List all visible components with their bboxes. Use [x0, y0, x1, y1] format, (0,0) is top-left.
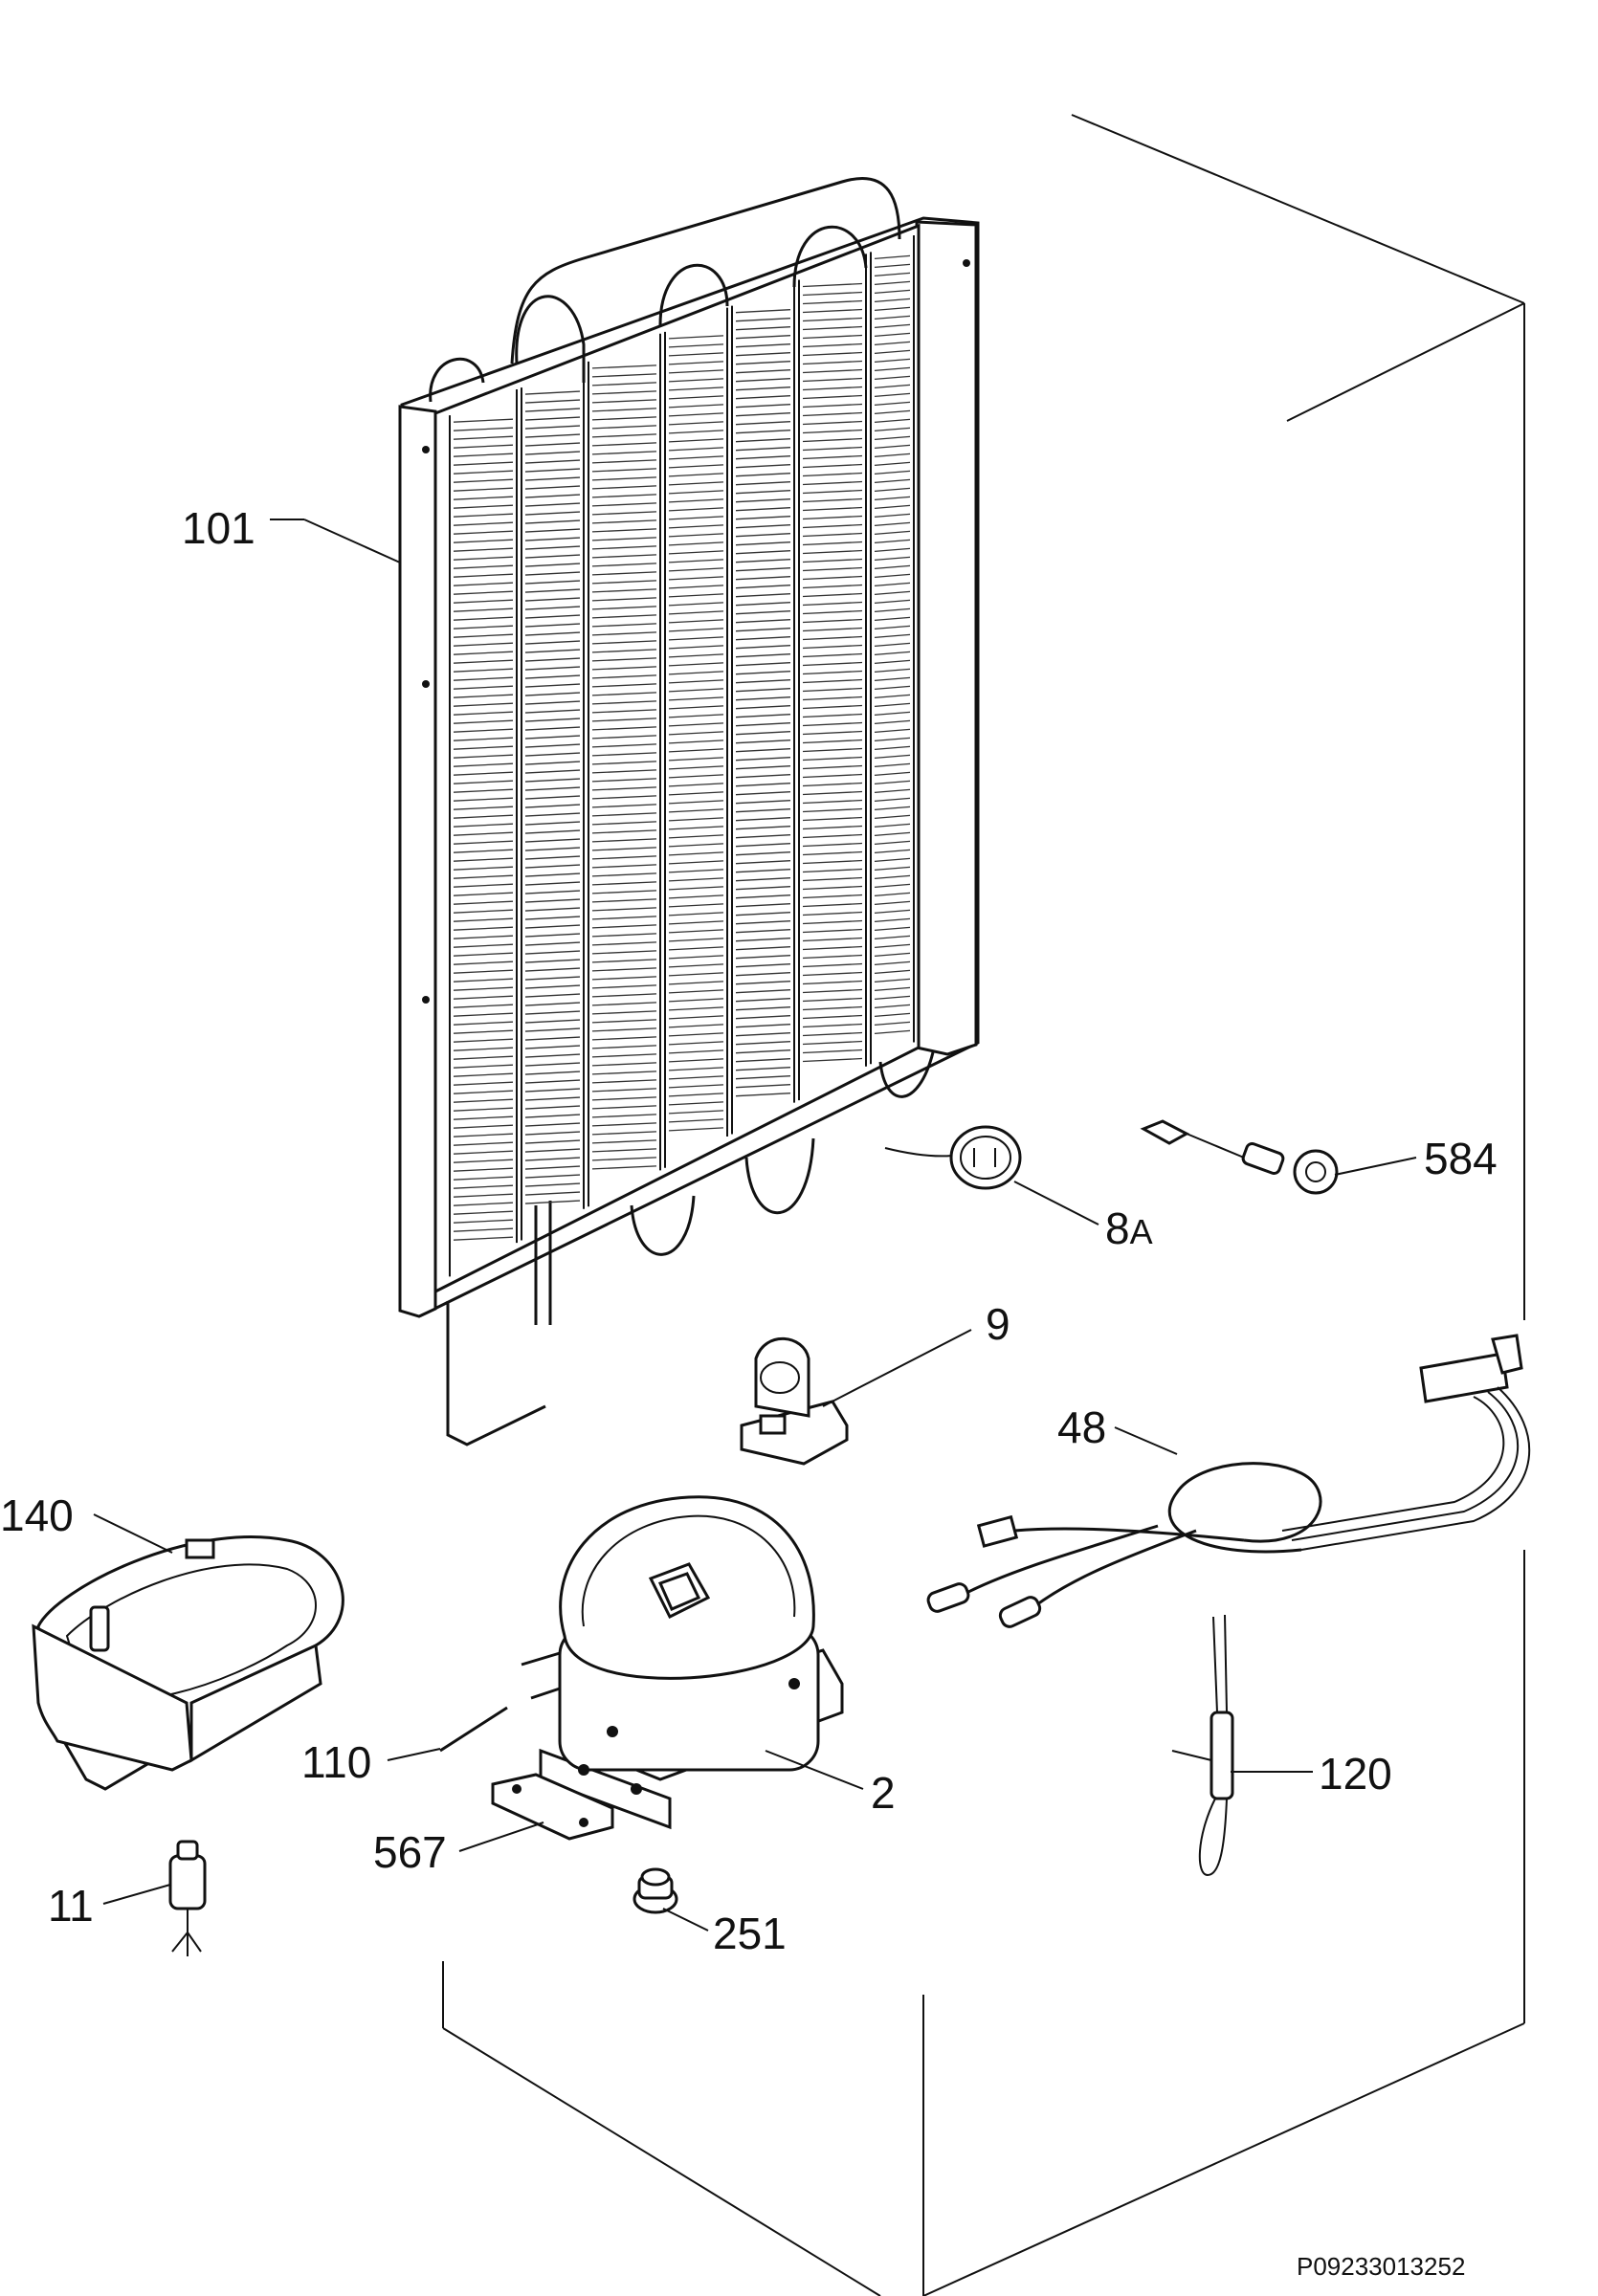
drip-tray [32, 1535, 344, 1791]
condenser [398, 176, 980, 1446]
relay-clip [740, 1336, 849, 1466]
label-140: 140 [0, 1490, 74, 1540]
label-11: 11 [48, 1881, 94, 1931]
label-251: 251 [713, 1909, 787, 1958]
filter-drier [168, 1840, 207, 1956]
label-120: 120 [1319, 1749, 1392, 1799]
leader-lines [93, 519, 1417, 1932]
tube-stub [439, 1706, 508, 1753]
grommet [633, 1867, 678, 1914]
label-2: 2 [871, 1768, 896, 1818]
label-584: 584 [1424, 1134, 1498, 1183]
label-101: 101 [182, 503, 255, 553]
condenser-fins [449, 234, 915, 1277]
cabinet-outline [442, 114, 1525, 2296]
earth-cable [1140, 1119, 1339, 1195]
label-8: 8A [1105, 1203, 1153, 1253]
wiring-harness [926, 1334, 1531, 1628]
label-9: 9 [986, 1299, 1010, 1349]
mounting-plate [491, 1773, 614, 1841]
label-567: 567 [373, 1827, 447, 1877]
reference-code: P09233013252 [1297, 2252, 1465, 2281]
thermal-protector [884, 1125, 1022, 1190]
label-48: 48 [1057, 1402, 1106, 1452]
label-110: 110 [301, 1737, 371, 1787]
capillary-assembly [1171, 1614, 1234, 1877]
compressor [521, 1495, 844, 1830]
